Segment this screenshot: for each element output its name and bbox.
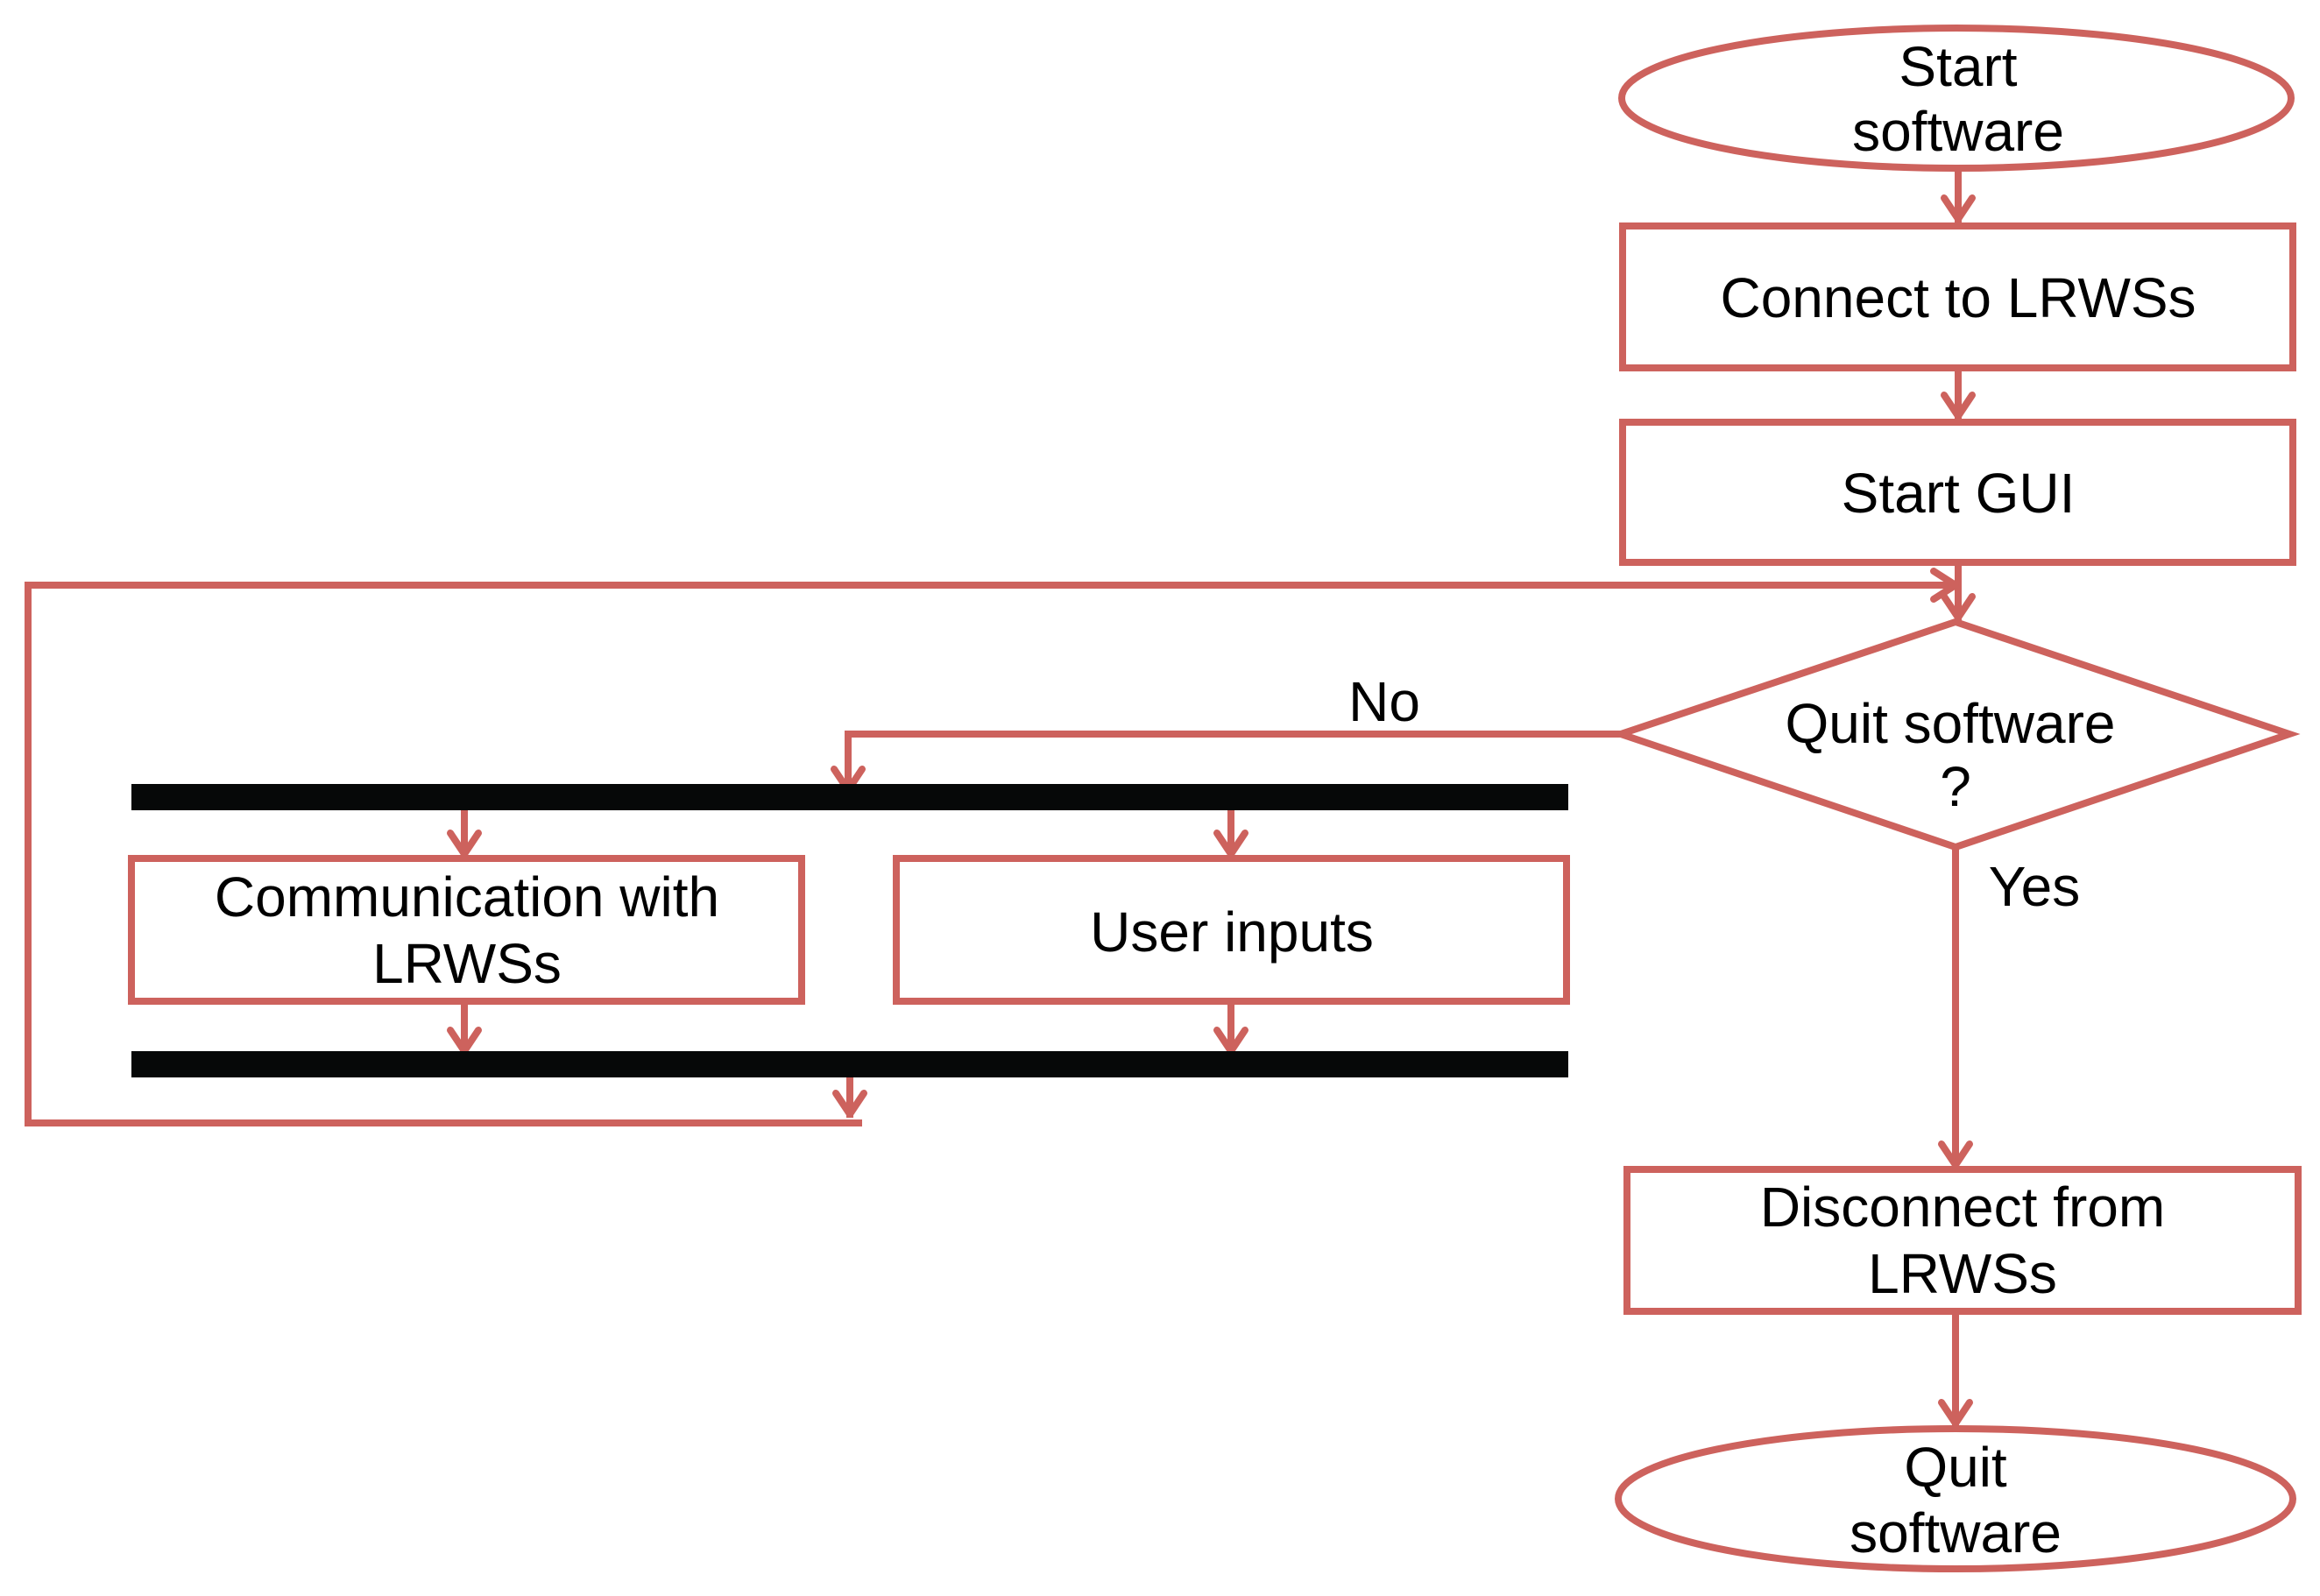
edge-label-yes: Yes: [1989, 855, 2080, 918]
edges: [25, 167, 1976, 1427]
user-inputs-label: User inputs: [1090, 900, 1374, 964]
start-gui-process: [1619, 419, 2296, 566]
arrowhead-decision: [1941, 593, 1976, 621]
decision-label-line2: ?: [1940, 755, 1971, 818]
start-label-line1: Start: [1899, 35, 2017, 98]
edge-no-branch: [845, 731, 1624, 794]
disconnect-process: [1623, 1166, 2302, 1315]
arrowhead-loop-back: [1930, 568, 1959, 603]
arrowhead-disconnect: [1938, 1141, 1973, 1169]
arrowhead-user-inputs: [1213, 830, 1248, 858]
quit-label-line2: software: [1850, 1501, 2062, 1564]
node-connect: Connect to LRWSs: [1619, 222, 2296, 371]
quit-terminator: [1615, 1425, 2296, 1572]
communication-label-line2: LRWSs: [372, 932, 562, 995]
arrowhead-start-gui: [1941, 392, 1976, 420]
arrowhead-loop-join: [832, 1090, 867, 1118]
disconnect-label-line2: LRWSs: [1868, 1242, 2057, 1305]
arrowhead-connect: [1941, 194, 1976, 222]
arrowhead-quit: [1938, 1399, 1973, 1427]
start-gui-label: Start GUI: [1842, 462, 2076, 525]
node-decision: Quit software ?: [1609, 618, 2301, 851]
disconnect-label-line1: Disconnect from: [1760, 1176, 2165, 1239]
node-communication: Communication with LRWSs: [128, 855, 805, 1005]
node-disconnect: Disconnect from LRWSs: [1623, 1166, 2302, 1315]
quit-label-line1: Quit: [1904, 1436, 2007, 1499]
node-start: Start software: [1618, 25, 2295, 172]
node-start-gui: Start GUI: [1619, 419, 2296, 566]
start-label-line2: software: [1852, 100, 2064, 163]
connect-label: Connect to LRWSs: [1720, 266, 2196, 329]
fork-bar: [131, 784, 1568, 810]
connect-process: [1619, 222, 2296, 371]
arrowhead-communication: [447, 830, 482, 858]
edge-loop-back: [25, 582, 1959, 1126]
quit-decision: [1609, 618, 2301, 851]
user-inputs-process: [893, 855, 1570, 1005]
edge-label-no: No: [1348, 670, 1420, 733]
communication-process: [128, 855, 805, 1005]
node-user-inputs: User inputs: [893, 855, 1570, 1005]
node-quit: Quit software: [1615, 1425, 2296, 1572]
join-bar: [131, 1051, 1568, 1077]
start-terminator: [1618, 25, 2295, 172]
communication-label-line1: Communication with: [215, 865, 719, 929]
decision-label-line1: Quit software: [1785, 692, 2115, 755]
